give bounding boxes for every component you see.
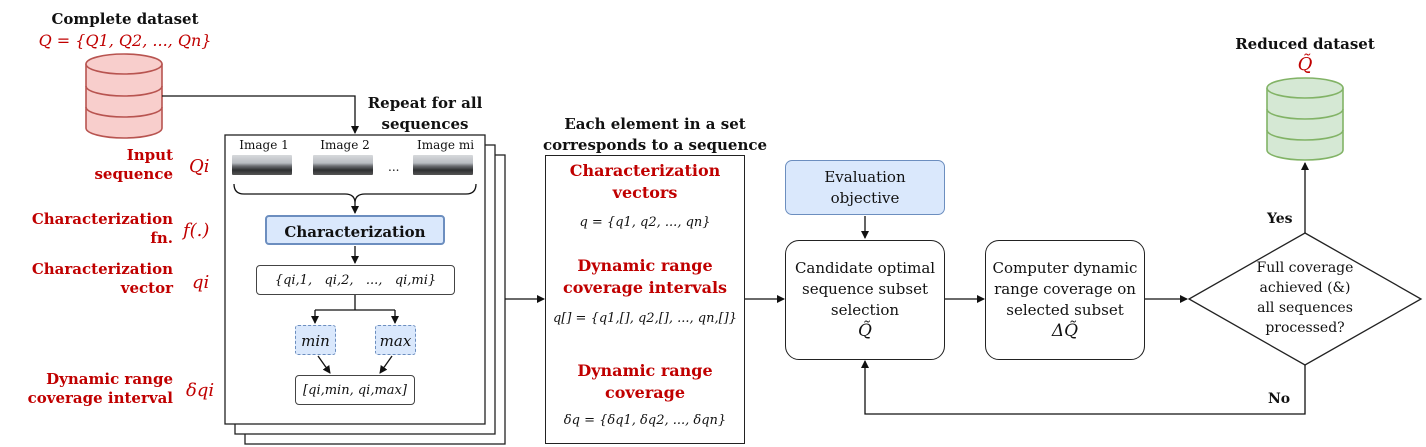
label-fn-l2: fn. [150,229,173,247]
cv-title-2: vectors [612,183,678,202]
cv-formula: q = {q1, q2, ..., qn} [579,215,711,230]
complete-dataset-title: Complete dataset [51,10,199,28]
complete-dataset-cylinder [85,53,163,139]
image-1-label: Image 1 [239,138,289,152]
label-vec-l2: vector [120,279,173,297]
dri-formula: q[] = {q1,[], q2,[], ..., qn,[]} [552,311,738,326]
decision-text: Full coverage achieved (&) all sequences… [1225,258,1385,338]
arrow-dataset-to-stack [162,95,359,134]
drc-formula: δq = {δq1, δq2, ..., δqn} [563,413,727,428]
dri-title-2: coverage intervals [562,278,728,297]
label-fn-l1: Characterization [31,210,173,228]
each-element-label: Each element in a set corresponds to a s… [525,114,785,156]
sym-dr: δqi [186,380,215,401]
split-lines [315,295,395,311]
label-dr-l1: Dynamic range [46,370,173,388]
candidate-l3: selection [830,301,900,319]
repeat-line-1: Repeat for all [367,94,483,112]
sym-input: Qi [189,156,210,177]
dri-title-1: Dynamic range [577,256,713,275]
compute-l3: selected subset [1006,301,1124,319]
repeat-label: Repeat for all sequences [355,93,495,135]
cv-title-1: Characterization [569,161,721,180]
max-box: max [375,325,416,355]
label-input-sequence: Input sequence [10,146,173,184]
label-char-fn: Characterization fn. [10,210,173,248]
no-label: No [1268,391,1291,407]
label-input-l2: sequence [94,165,173,183]
candidate-l2: sequence subset [802,280,928,298]
sym-fn: f(.) [183,220,210,241]
vector-box: {qi,1, qi,2, ..., qi,mi} [256,265,455,295]
arrow-max-to-interval [379,355,393,374]
label-input-l1: Input [126,146,173,164]
candidate-selection-box: Candidate optimal sequence subset select… [785,240,945,360]
interval-box: [qi,min, qi,max] [295,375,415,405]
sym-vec: qi [192,272,210,293]
evaluation-objective-box: Evaluation objective [785,160,945,215]
image-dots: ... [388,160,400,174]
each-line-1: Each element in a set [564,115,746,133]
reduced-dataset-sym: Q̃ [1297,54,1313,75]
reduced-dataset-cylinder [1266,77,1344,161]
label-dr-interval: Dynamic range coverage interval [10,370,173,408]
complete-dataset-formula: Q = {Q1, Q2, ..., Qn} [38,31,212,50]
drc-title-2: coverage [604,383,686,402]
repeat-line-2: sequences [381,115,469,133]
compute-l1: Computer dynamic [992,259,1138,277]
min-box: min [295,325,336,355]
reduced-dataset-title: Reduced dataset [1235,35,1375,53]
drc-title: Dynamic range coverage [545,360,745,404]
cv-title: Characterization vectors [545,160,745,204]
image-2-label: Image 2 [320,138,370,152]
yes-label: Yes [1267,211,1293,227]
label-dr-l2: coverage interval [27,389,173,407]
decision-l4: processed? [1265,320,1345,336]
each-line-2: corresponds to a sequence [542,136,768,154]
compute-l2: range coverage on [994,280,1136,298]
compute-coverage-box: Computer dynamic range coverage on selec… [985,240,1145,360]
decision-l3: all sequences [1257,300,1353,316]
characterization-box: Characterization [265,215,445,245]
drc-title-1: Dynamic range [577,361,713,380]
image-m-label: Image mi [416,138,475,152]
arrow-min-to-interval [317,355,331,374]
candidate-sym: Q̃ [858,321,872,341]
image-1-thumb [232,155,292,175]
eval-l2: objective [830,188,900,207]
eval-l1: Evaluation [824,167,906,186]
decision-l2: achieved (&) [1259,280,1351,296]
compute-sym: ΔQ̃ [1051,321,1079,341]
arrow-no-loop [861,360,1306,415]
dri-title: Dynamic range coverage intervals [545,255,745,299]
label-vec-l1: Characterization [31,260,173,278]
image-m-thumb [413,155,473,175]
sets-box [545,155,745,444]
image-2-thumb [313,155,373,175]
decision-l1: Full coverage [1256,260,1354,276]
candidate-l1: Candidate optimal [794,259,936,277]
label-char-vector: Characterization vector [10,260,173,298]
